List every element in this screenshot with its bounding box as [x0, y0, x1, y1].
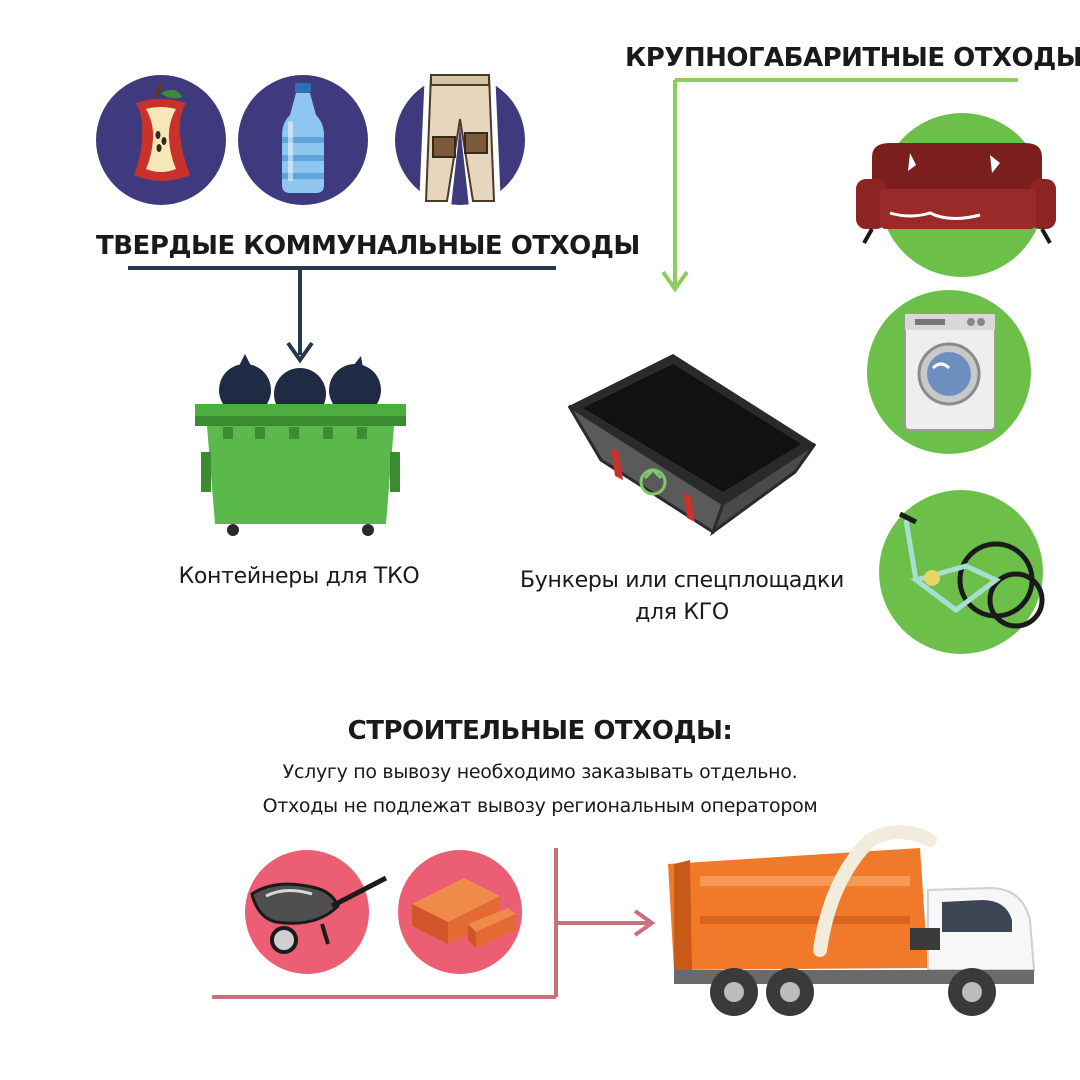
bunker-icon: [567, 354, 817, 537]
construction-heading: СТРОИТЕЛЬНЫЕ ОТХОДЫ:: [347, 716, 733, 746]
construction-line2: Отходы не подлежат вывозу региональным о…: [262, 795, 818, 817]
worn-trousers-icon: [395, 69, 525, 207]
bicycle-icon: [879, 490, 1045, 654]
garbage-truck-icon: [668, 825, 1036, 1016]
kgo-heading: КРУПНОГАБАРИТНЫЕ ОТХОДЫ: [625, 43, 1080, 73]
sofa-icon: [856, 113, 1056, 277]
apple-core-icon: [96, 75, 226, 205]
kgo-caption-line1: Бункеры или спецплощадки: [520, 568, 844, 593]
tko-heading: ТВЕРДЫЕ КОММУНАЛЬНЫЕ ОТХОДЫ: [96, 231, 640, 261]
green-container-icon: [195, 354, 406, 536]
kgo-caption-line2: для КГО: [635, 600, 729, 625]
construction-line1: Услугу по вывозу необходимо заказывать о…: [282, 761, 798, 783]
bricks-icon: [398, 850, 522, 974]
plastic-bottle-icon: [238, 75, 368, 205]
washing-machine-icon: [867, 290, 1031, 454]
tko-caption: Контейнеры для ТКО: [178, 564, 420, 589]
wheelbarrow-icon: [245, 850, 388, 974]
